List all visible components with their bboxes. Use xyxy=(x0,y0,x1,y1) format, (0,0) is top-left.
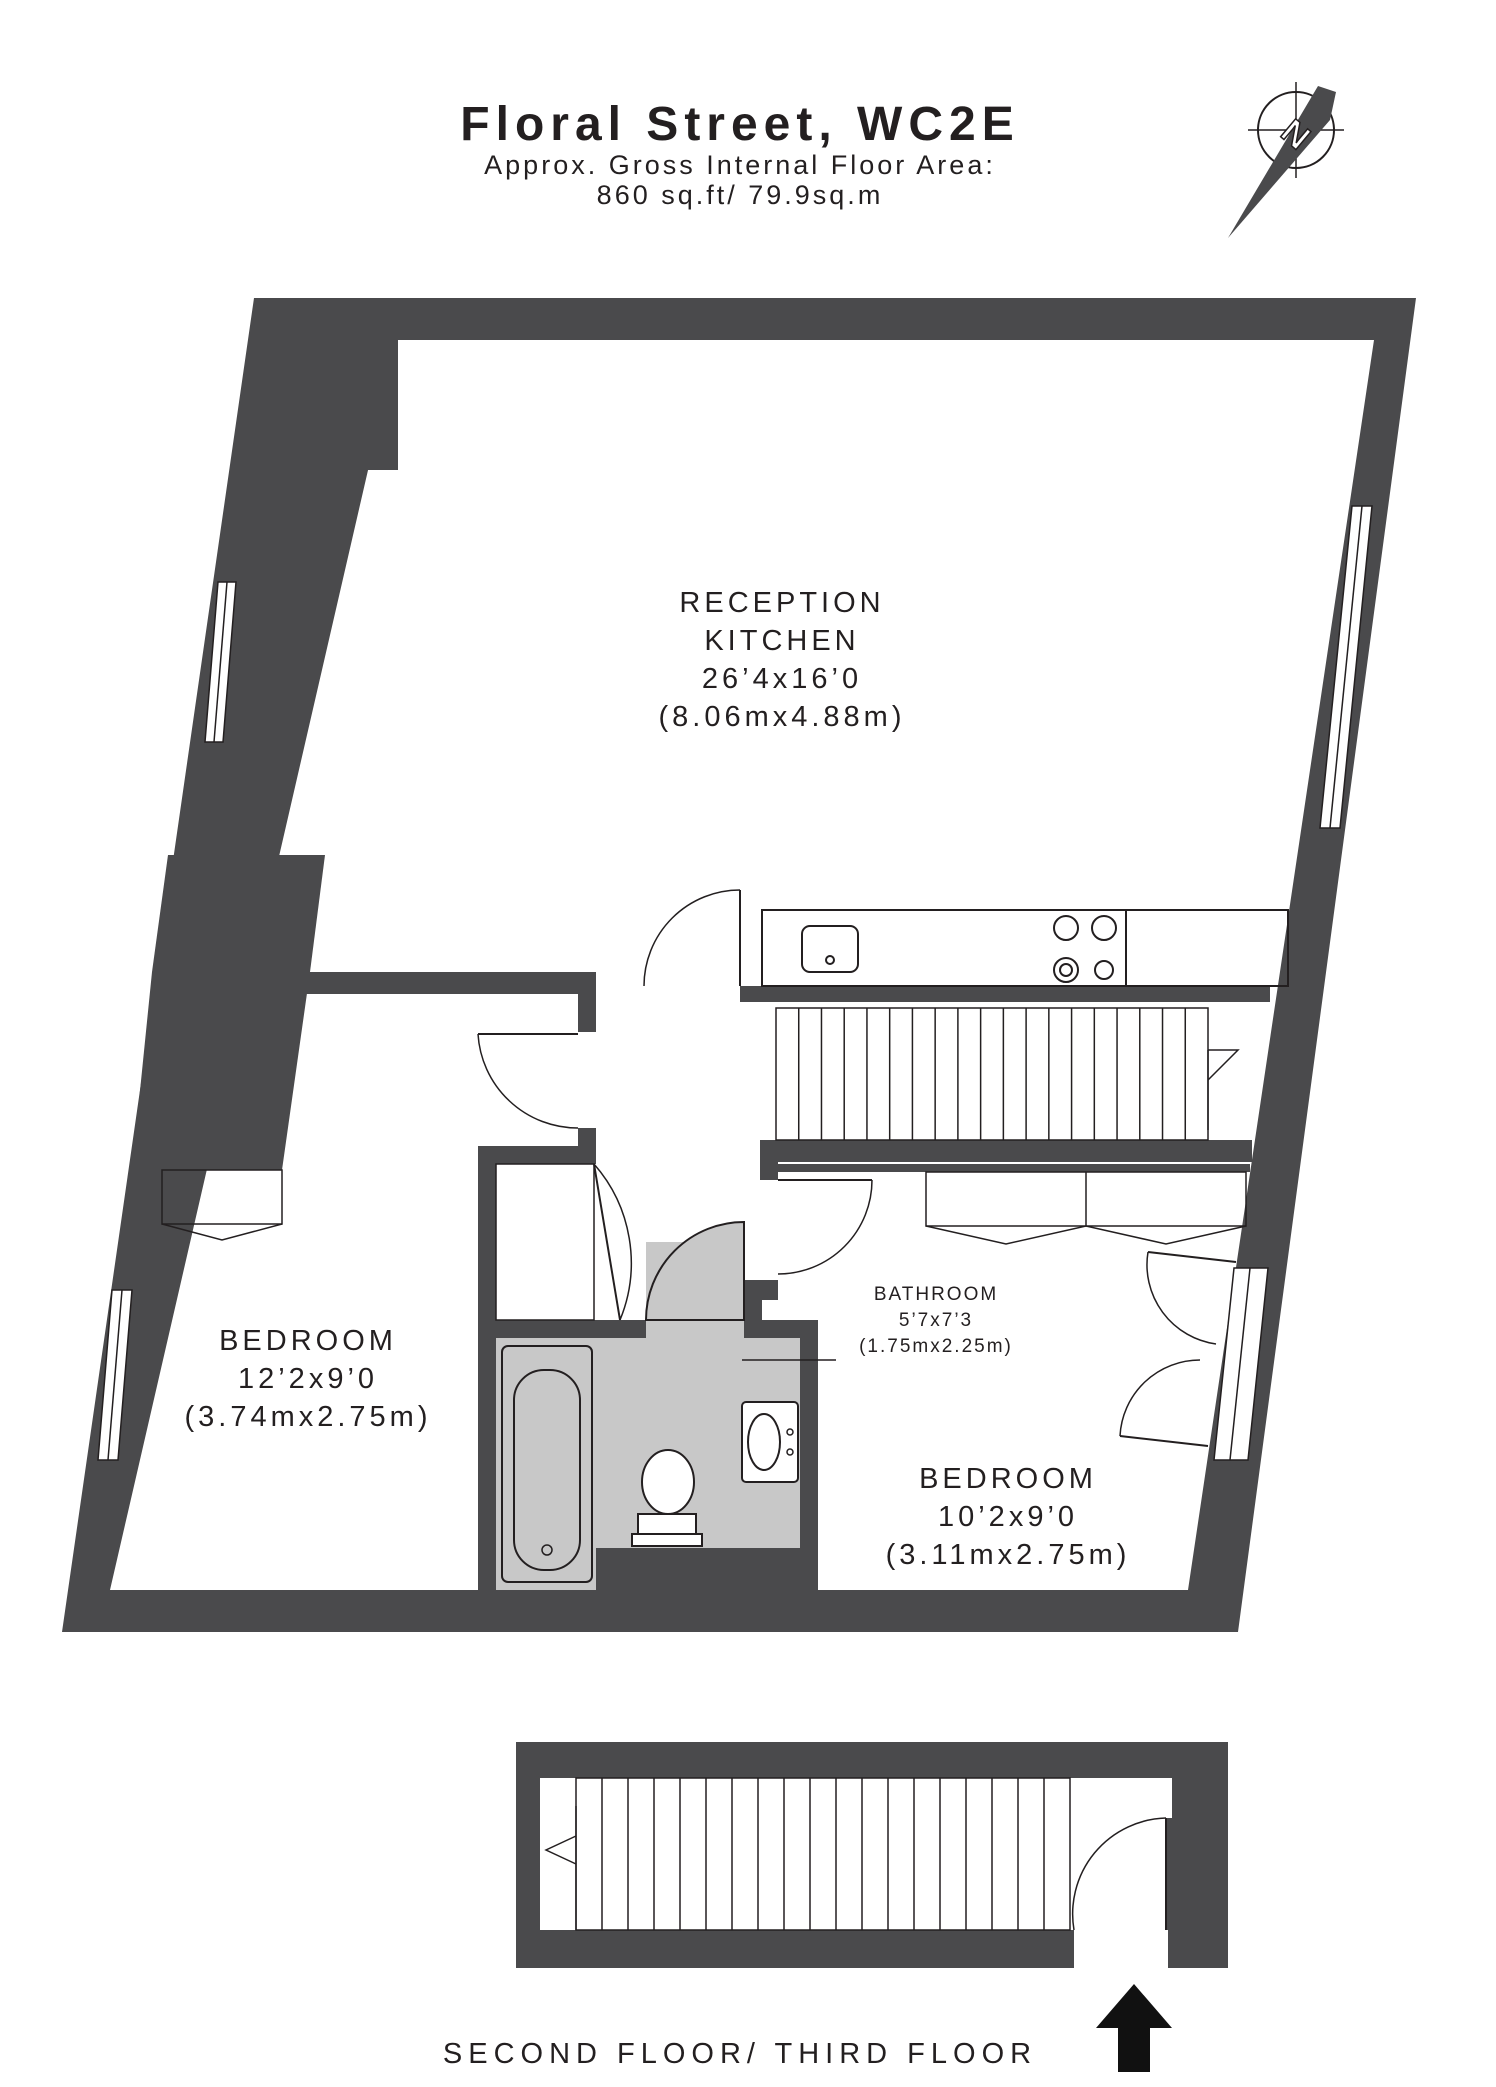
wall-hall-left-box xyxy=(478,1146,596,1164)
wall-store-left xyxy=(478,1146,496,1592)
area-value: 860 sq.ft/ 79.9sq.m xyxy=(597,180,884,210)
stair-outline xyxy=(575,1777,1071,1931)
door-bedroom-right xyxy=(777,1179,873,1275)
hob-icon xyxy=(1053,915,1117,983)
kitchen-sink-icon xyxy=(801,925,859,973)
lower-wall-bottom-left xyxy=(516,1930,1074,1968)
bedroom-right-size-imperial: 10’2x9’0 xyxy=(938,1501,1078,1533)
wall-reception-bottom-stub xyxy=(578,972,596,1032)
bathtub-icon xyxy=(501,1345,593,1583)
wall-store-bottom xyxy=(478,1320,648,1338)
wall-column-mid-left xyxy=(152,855,325,972)
bathroom-name: BATHROOM xyxy=(874,1284,998,1305)
area-label: Approx. Gross Internal Floor Area: xyxy=(484,150,996,180)
wall-bath-stub xyxy=(744,1280,762,1338)
door-right-double xyxy=(1119,1251,1237,1447)
wall-reception-right-seg xyxy=(740,986,1270,1002)
wall-bedroom2-left xyxy=(760,1280,778,1300)
basin-icon xyxy=(741,1401,799,1483)
wall-column-top-left xyxy=(272,340,398,470)
wall-hall-left-upper xyxy=(578,1128,596,1148)
room-label-bedroom-right: BEDROOM 10’2x9’0 (3.11mx2.75m) xyxy=(886,1463,1131,1571)
lower-wall-bottom-right xyxy=(1168,1930,1228,1968)
wall-stair-bottom-stub xyxy=(760,1140,778,1180)
door-entrance xyxy=(1071,1817,1167,1931)
lower-wall-inner xyxy=(1166,1818,1174,1930)
entrance-arrow-icon xyxy=(1096,1984,1172,2072)
north-arrow-icon: N xyxy=(1228,82,1344,238)
wall-bath-base xyxy=(596,1548,800,1590)
wall-column-left-lower xyxy=(132,972,310,1170)
room-label-reception: RECEPTION KITCHEN 26’4x16’0 (8.06mx4.88m… xyxy=(658,587,905,733)
bathroom-size-metric: (1.75mx2.25m) xyxy=(859,1336,1013,1357)
window-right-lower xyxy=(1213,1267,1269,1461)
reception-size-metric: (8.06mx4.88m) xyxy=(658,701,905,733)
wall-bath-right xyxy=(800,1320,818,1592)
wall-bedroom2-top xyxy=(760,1164,1250,1172)
kitchen-counter xyxy=(761,909,1289,987)
wall-reception-bottom-left xyxy=(300,972,596,994)
wardrobe-left xyxy=(161,1169,283,1241)
toilet-icon xyxy=(631,1449,703,1547)
stair-outline xyxy=(775,1007,1209,1141)
bedroom-left-size-metric: (3.74mx2.75m) xyxy=(184,1401,431,1433)
lower-wall-top xyxy=(516,1742,1228,1778)
room-label-bedroom-left: BEDROOM 12’2x9’0 (3.74mx2.75m) xyxy=(184,1325,431,1433)
room-label-bathroom: BATHROOM 5’7x7’3 (1.75mx2.25m) xyxy=(859,1284,1013,1357)
reception-name-line2: KITCHEN xyxy=(704,625,859,657)
main-staircase xyxy=(775,1007,1209,1141)
bedroom-left-name: BEDROOM xyxy=(219,1325,397,1357)
plan-title: Floral Street, WC2E xyxy=(460,98,1019,151)
bathroom-size-imperial: 5’7x7’3 xyxy=(899,1310,973,1331)
wall-stair-bottom xyxy=(760,1140,1252,1162)
bath-door-arc xyxy=(644,1220,745,1321)
lower-floor-section xyxy=(516,1742,1228,2072)
lower-staircase xyxy=(575,1777,1071,1931)
wall-bath-top-right xyxy=(744,1320,818,1338)
bedroom-right-name: BEDROOM xyxy=(919,1463,1097,1495)
store-cupboard xyxy=(495,1163,595,1321)
wardrobe-right xyxy=(925,1171,1247,1245)
reception-name-line1: RECEPTION xyxy=(679,587,884,619)
bedroom-left-size-imperial: 12’2x9’0 xyxy=(238,1363,378,1395)
bedroom-right-size-metric: (3.11mx2.75m) xyxy=(886,1539,1131,1571)
reception-size-imperial: 26’4x16’0 xyxy=(702,663,862,695)
door-reception xyxy=(643,889,741,987)
floor-label: SECOND FLOOR/ THIRD FLOOR xyxy=(443,2038,1037,2070)
door-store xyxy=(593,1163,633,1321)
door-bedroom-left xyxy=(477,1033,579,1129)
